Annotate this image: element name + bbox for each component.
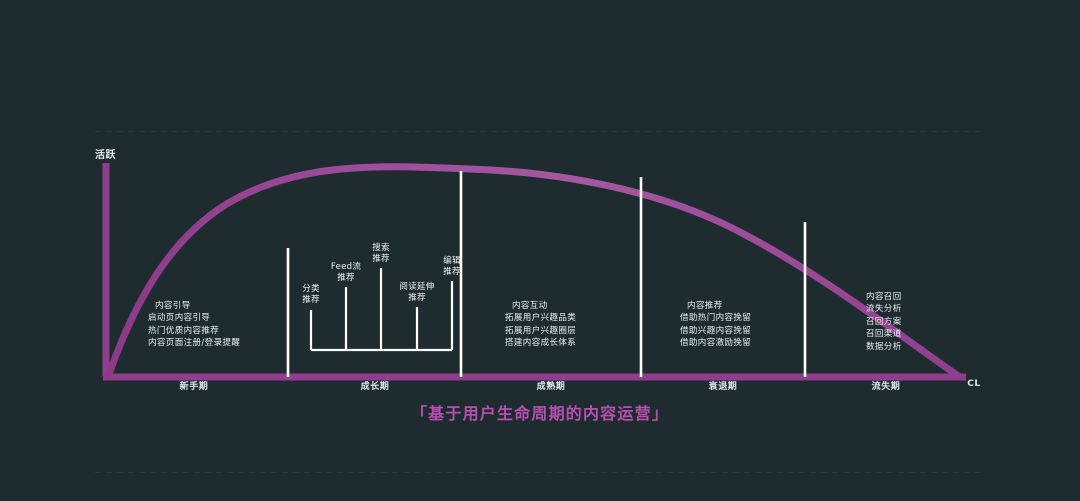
note-decline-line-1: 借助热门内容挽留	[680, 313, 752, 324]
growth-item-search-line1: 搜索	[372, 243, 390, 253]
note-mature-line-3: 搭建内容成长体系	[505, 338, 577, 349]
growth-item-editor-line2: 推荐	[443, 267, 461, 277]
note-newbie-line-2: 热门优质内容推荐	[148, 325, 220, 336]
note-churn-title: 内容召回	[866, 292, 902, 302]
note-decline-line-3: 借助内容激励挽留	[680, 338, 752, 349]
stage-label-growth: 成长期	[360, 382, 390, 392]
growth-item-editor: 编辑 推荐	[443, 256, 461, 278]
note-newbie: 内容引导 启动页内容引导 热门优质内容推荐 内容页面注册/登录提醒	[148, 300, 240, 350]
growth-item-feed-line1: Feed流	[330, 262, 362, 272]
axis-end-label: CL	[967, 379, 981, 389]
slide-divider-top	[95, 131, 985, 132]
note-mature-line-1: 拓展用户兴趣品类	[505, 313, 577, 324]
growth-item-search: 搜索 推荐	[372, 243, 390, 265]
growth-item-reading-line2: 推荐	[408, 293, 426, 303]
note-mature: 内容互动 拓展用户兴趣品类 拓展用户兴趣圈层 搭建内容成长体系	[505, 300, 576, 350]
note-decline-title: 内容推荐	[687, 301, 723, 311]
growth-item-search-line2: 推荐	[372, 254, 390, 264]
note-newbie-line-3: 内容页面注册/登录提醒	[148, 338, 241, 349]
note-newbie-title: 内容引导	[155, 301, 191, 311]
note-churn: 内容召回 流失分析 召回方案 召回渠道 数据分析	[866, 291, 902, 353]
note-churn-line-3: 召回渠道	[866, 329, 902, 340]
growth-item-reading-line1: 阅读延伸	[399, 282, 435, 292]
growth-item-classify-line1: 分类	[302, 284, 320, 294]
note-decline: 内容推荐 借助热门内容挽留 借助兴趣内容挽留 借助内容激励挽留	[680, 300, 751, 350]
chart-caption: 「基于用户生命周期的内容运营」	[410, 404, 669, 423]
note-decline-line-2: 借助兴趣内容挽留	[680, 325, 752, 336]
lifecycle-curve	[104, 163, 964, 381]
stage-label-decline: 衰退期	[708, 382, 738, 392]
growth-bracket	[309, 268, 454, 352]
growth-item-reading: 阅读延伸 推荐	[399, 282, 434, 304]
y-axis-label: 活跃	[95, 150, 116, 161]
stage-label-mature: 成熟期	[536, 382, 566, 392]
note-newbie-line-1: 启动页内容引导	[148, 313, 211, 324]
growth-item-classify: 分类 推荐	[302, 284, 320, 306]
note-churn-line-2: 召回方案	[866, 316, 902, 327]
note-churn-line-4: 数据分析	[866, 341, 902, 352]
growth-item-feed: Feed流 推荐	[331, 262, 361, 284]
growth-item-editor-line1: 编辑	[443, 256, 461, 266]
growth-item-feed-line2: 推荐	[337, 273, 355, 283]
stage-label-churn: 流失期	[871, 382, 901, 392]
note-mature-line-2: 拓展用户兴趣圈层	[505, 325, 577, 336]
growth-item-classify-line2: 推荐	[302, 295, 320, 305]
note-mature-title: 内容互动	[512, 301, 548, 311]
slide-divider-bottom	[95, 472, 985, 473]
stage-label-newbie: 新手期	[179, 382, 209, 392]
note-churn-line-1: 流失分析	[866, 304, 902, 315]
